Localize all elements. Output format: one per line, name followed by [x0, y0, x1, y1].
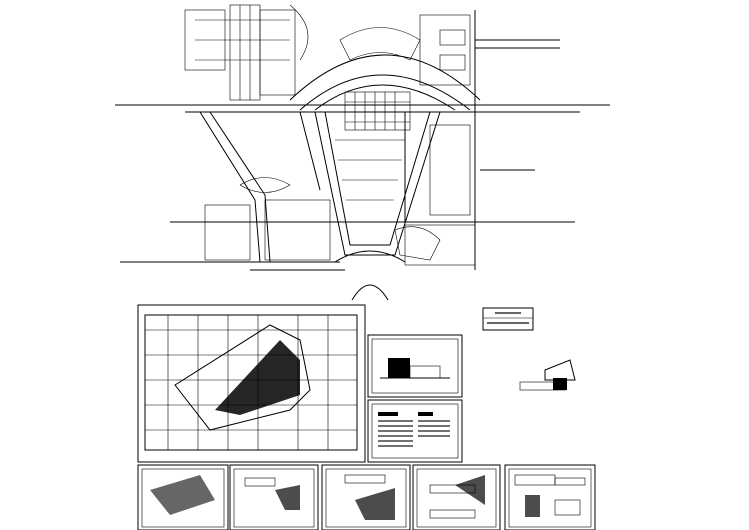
sheet-floor-plan-2 [321, 464, 411, 530]
sheet-floor-plan-1 [229, 464, 319, 530]
arc-road [314, 84, 456, 111]
sheet-site-plan [137, 464, 229, 530]
grid-plaza [344, 91, 411, 131]
building-block [419, 14, 471, 86]
building-block [229, 4, 261, 101]
building-block [259, 9, 296, 96]
block [204, 204, 251, 261]
building-block [404, 224, 476, 266]
sheet-elevation [367, 334, 463, 398]
site-plan [115, 4, 610, 301]
block [264, 199, 331, 261]
building-sketch [519, 359, 576, 391]
title-block [482, 307, 534, 331]
site-boundary [174, 324, 311, 431]
arc-road [299, 74, 471, 111]
river [199, 111, 261, 263]
plaza-wedge [314, 111, 441, 256]
sheet-elevations [504, 464, 596, 530]
sports-field [404, 111, 476, 223]
sheet-design-notes [367, 399, 463, 463]
sheet-row [137, 464, 596, 530]
sheet-floor-plan-3 [412, 464, 501, 530]
arc-building [339, 27, 421, 61]
roundabout [351, 284, 389, 301]
sheet-master-plan [137, 304, 366, 463]
